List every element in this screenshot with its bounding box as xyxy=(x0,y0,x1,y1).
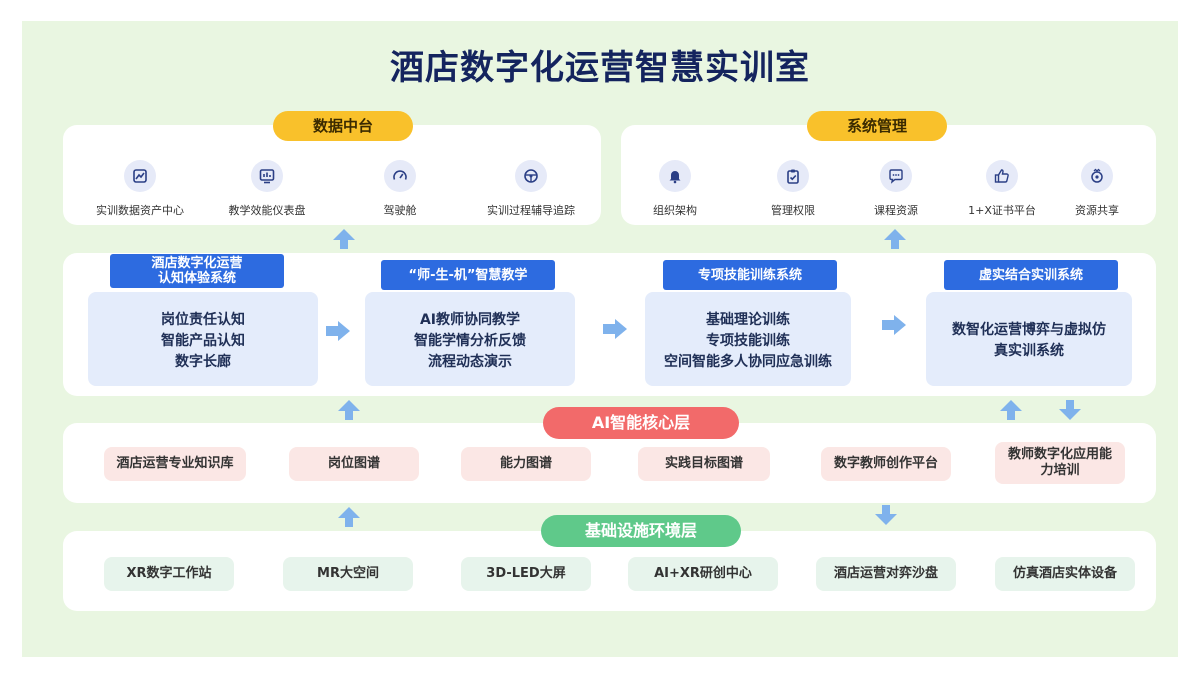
module-line: 数智化运营博弈与虚拟仿 xyxy=(952,322,1106,338)
infrastructure-item: 3D-LED大屏 xyxy=(461,557,591,591)
ai-core-item: 能力图谱 xyxy=(461,447,591,481)
arrow-up-icon xyxy=(338,400,360,420)
bell-icon xyxy=(659,160,691,192)
thumbs-up-icon xyxy=(986,160,1018,192)
infrastructure-item: 仿真酒店实体设备 xyxy=(995,557,1135,591)
system-management-item-label: 组织架构 xyxy=(653,204,697,217)
module-title: 酒店数字化运营 认知体验系统 xyxy=(110,254,284,288)
data-center-item: 实训数据资产中心 xyxy=(75,160,205,218)
arrow-down-icon xyxy=(1059,400,1081,420)
infrastructure-pill: 基础设施环境层 xyxy=(541,515,741,547)
module-title: 专项技能训练系统 xyxy=(663,260,837,290)
module-body: AI教师协同教学 智能学情分析反馈 流程动态演示 xyxy=(365,292,575,386)
data-center-item-label: 实训数据资产中心 xyxy=(96,204,184,217)
module-body: 岗位责任认知 智能产品认知 数字长廊 xyxy=(88,292,318,386)
ai-core-item: 实践目标图谱 xyxy=(638,447,770,481)
arrow-up-icon xyxy=(1000,400,1022,420)
share-icon xyxy=(1081,160,1113,192)
module-line: 专项技能训练 xyxy=(706,332,790,349)
arrow-up-icon xyxy=(338,507,360,527)
clipboard-check-icon xyxy=(777,160,809,192)
infrastructure-item: AI+XR研创中心 xyxy=(628,557,778,591)
module-title: 虚实结合实训系统 xyxy=(944,260,1118,290)
arrow-up-icon xyxy=(884,229,906,249)
infrastructure-item: MR大空间 xyxy=(283,557,413,591)
system-management-item-label: 管理权限 xyxy=(771,204,815,217)
system-management-item-label: 1+X证书平台 xyxy=(968,204,1036,217)
system-management-item: 课程资源 xyxy=(831,160,961,218)
system-management-item: 1+X证书平台 xyxy=(937,160,1067,218)
system-management-item: 管理权限 xyxy=(728,160,858,218)
chart-icon xyxy=(124,160,156,192)
gauge-icon xyxy=(384,160,416,192)
arrow-up-icon xyxy=(333,229,355,249)
infrastructure-item: XR数字工作站 xyxy=(104,557,234,591)
ai-core-item: 酒店运营专业知识库 xyxy=(104,447,246,481)
ai-core-item: 岗位图谱 xyxy=(289,447,419,481)
dashboard-icon xyxy=(251,160,283,192)
system-management-item-label: 资源共享 xyxy=(1075,204,1119,217)
data-center-item: 实训过程辅导追踪 xyxy=(466,160,596,218)
module-body: 基础理论训练 专项技能训练 空间智能多人协同应急训练 xyxy=(645,292,851,386)
infrastructure-item: 酒店运营对弈沙盘 xyxy=(816,557,956,591)
module-body: 数智化运营博弈与虚拟仿 真实训系统 xyxy=(926,292,1132,386)
ai-core-item: 数字教师创作平台 xyxy=(821,447,951,481)
system-management-item: 组织架构 xyxy=(610,160,740,218)
module-title: “师-生-机”智慧教学 xyxy=(381,260,555,290)
module-line: 基础理论训练 xyxy=(706,311,790,328)
module-line: 真实训系统 xyxy=(994,343,1064,359)
module-line: 岗位责任认知 xyxy=(161,311,245,328)
arrow-right-icon xyxy=(603,319,627,339)
arrow-down-icon xyxy=(875,505,897,525)
module-line: 智能产品认知 xyxy=(161,332,245,349)
data-center-item-label: 实训过程辅导追踪 xyxy=(487,204,575,217)
module-line: 空间智能多人协同应急训练 xyxy=(664,353,832,370)
page-title: 酒店数字化运营智慧实训室 xyxy=(390,48,810,88)
module-line: 流程动态演示 xyxy=(428,353,512,370)
data-center-item: 驾驶舱 xyxy=(335,160,465,218)
data-center-item-label: 教学效能仪表盘 xyxy=(228,204,306,217)
arrow-right-icon xyxy=(326,321,350,341)
system-management-pill: 系统管理 xyxy=(807,111,947,141)
data-center-item: 教学效能仪表盘 xyxy=(202,160,332,218)
chat-icon xyxy=(880,160,912,192)
module-line: AI教师协同教学 xyxy=(419,311,521,328)
data-center-pill: 数据中台 xyxy=(273,111,413,141)
arrow-right-icon xyxy=(882,315,906,335)
module-line: 智能学情分析反馈 xyxy=(414,332,526,349)
system-management-item: 资源共享 xyxy=(1032,160,1162,218)
module-line: 数字长廊 xyxy=(175,353,231,370)
ai-core-item: 教师数字化应用能 力培训 xyxy=(995,442,1125,484)
ai-core-pill: AI智能核心层 xyxy=(543,407,739,439)
system-management-item-label: 课程资源 xyxy=(874,204,918,217)
data-center-item-label: 驾驶舱 xyxy=(383,204,417,217)
steering-wheel-icon xyxy=(515,160,547,192)
